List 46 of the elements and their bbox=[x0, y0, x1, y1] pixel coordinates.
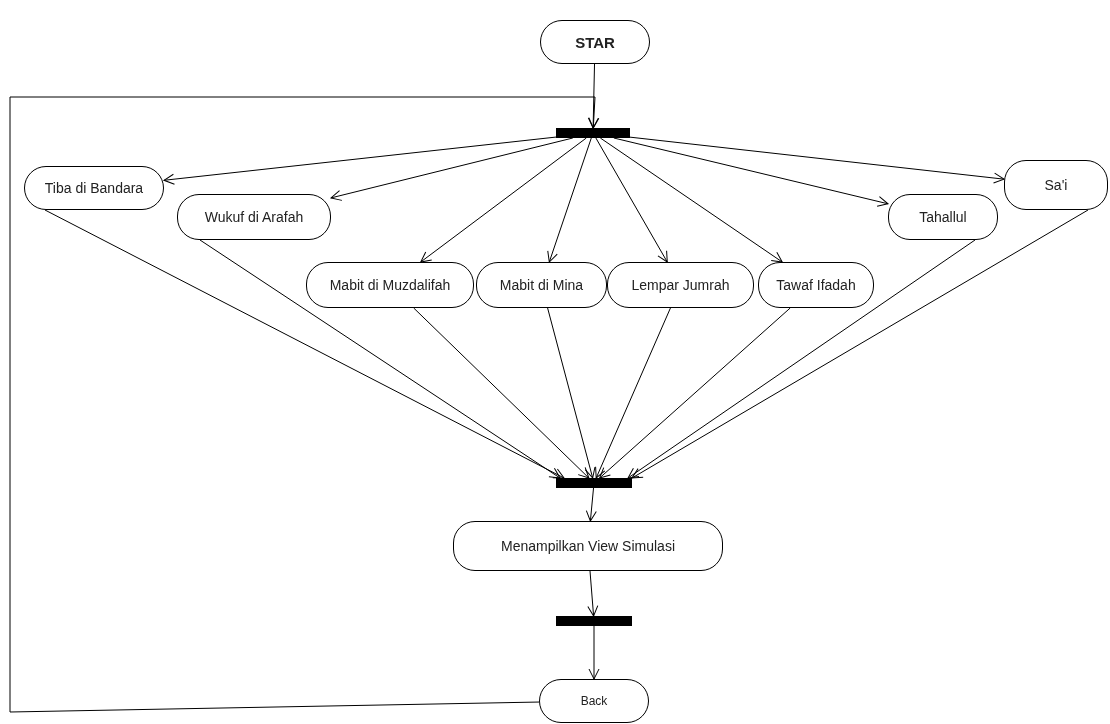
arrow bbox=[199, 239, 561, 479]
arrow bbox=[599, 307, 791, 479]
arrow bbox=[595, 137, 668, 263]
node-text: Lempar Jumrah bbox=[631, 277, 730, 293]
arrow bbox=[588, 625, 600, 680]
node-text: Sa'i bbox=[1044, 177, 1068, 193]
arrow bbox=[587, 63, 599, 129]
arrow bbox=[595, 307, 671, 479]
node-text: Menampilkan View Simulasi bbox=[500, 538, 675, 554]
arrow bbox=[413, 307, 590, 479]
arrow bbox=[627, 239, 976, 479]
activity-node bbox=[888, 194, 998, 240]
synchronization-bar bbox=[556, 478, 632, 488]
arrow bbox=[599, 137, 783, 263]
activity-node bbox=[177, 194, 331, 240]
activity-node bbox=[758, 262, 874, 308]
node-text: Tiba di Bandara bbox=[44, 180, 144, 196]
node-text: Mabit di Mina bbox=[499, 277, 584, 293]
node-text: Mabit di Muzdalifah bbox=[329, 277, 451, 293]
activity-node bbox=[476, 262, 607, 308]
arrow bbox=[585, 487, 597, 522]
synchronization-bar bbox=[556, 616, 632, 626]
arrow bbox=[9, 96, 600, 713]
activity-node bbox=[306, 262, 474, 308]
activity-node bbox=[453, 521, 723, 571]
activity-node bbox=[539, 679, 649, 723]
node-text: Tawaf Ifadah bbox=[776, 277, 856, 293]
arrow bbox=[629, 136, 1005, 184]
arrow bbox=[330, 137, 574, 201]
arrow bbox=[547, 307, 596, 479]
arrow bbox=[587, 570, 599, 617]
activity-node bbox=[24, 166, 164, 210]
activity-node bbox=[540, 20, 650, 64]
arrow bbox=[631, 209, 1089, 479]
node-text: Wukuf di Arafah bbox=[204, 209, 304, 225]
node-text: Back bbox=[580, 694, 608, 708]
node-text: Tahallul bbox=[919, 209, 967, 225]
arrow bbox=[163, 136, 557, 185]
arrow bbox=[44, 209, 565, 479]
activity-node bbox=[1004, 160, 1108, 210]
arrow bbox=[420, 137, 587, 263]
arrow bbox=[547, 137, 592, 263]
node-text: STAR bbox=[575, 33, 615, 51]
synchronization-bar bbox=[556, 128, 630, 138]
activity-node bbox=[607, 262, 754, 308]
arrow bbox=[613, 137, 889, 207]
